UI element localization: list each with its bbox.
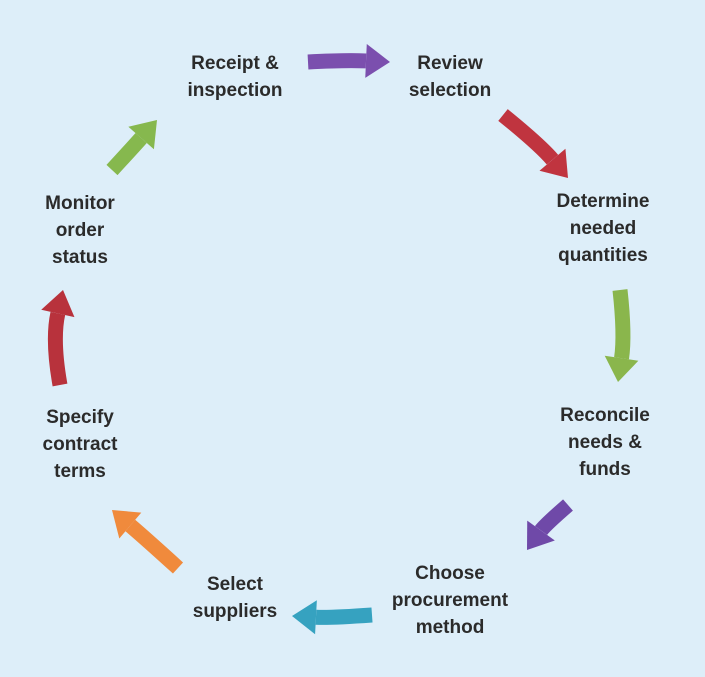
step-reconcile-needs-funds: Reconcile needs & funds	[560, 405, 650, 480]
step-monitor-order-status: Monitor order status	[45, 193, 115, 268]
arrow-reconcile-to-choose-shaft	[534, 499, 573, 536]
step-specify-contract-terms: Specify contract terms	[42, 407, 118, 482]
arrow-specify-to-monitor-shaft	[47, 311, 68, 387]
step-choose-procurement-method: Choose procurement method	[391, 563, 509, 638]
arrow-select-to-specify-shaft	[125, 519, 184, 574]
arrow-determine-to-reconcile-shaft	[612, 289, 631, 360]
step-determine-quantities: Determine needed quantities	[556, 191, 650, 266]
step-review-selection: Review selection	[408, 53, 492, 101]
arrow-determine-to-reconcile-head	[604, 355, 639, 382]
arrow-receipt-to-review-shaft	[307, 53, 367, 70]
arrow-choose-to-select-head	[292, 600, 317, 635]
arrow-review-to-determine-shaft	[498, 109, 559, 165]
arrow-reconcile-to-choose-head	[527, 520, 555, 550]
arrow-choose-to-select-shaft	[315, 607, 373, 625]
arrow-monitor-to-receipt-head	[128, 120, 157, 150]
step-select-suppliers: Select suppliers	[192, 574, 278, 622]
arrow-receipt-to-review-head	[365, 43, 390, 78]
arrow-review-to-determine-head	[539, 148, 568, 178]
arrow-monitor-to-receipt-shaft	[106, 133, 147, 176]
step-receipt-inspection: Receipt & inspection	[187, 53, 283, 101]
arrow-specify-to-monitor-head	[41, 290, 75, 318]
arrow-select-to-specify-head	[112, 510, 142, 539]
